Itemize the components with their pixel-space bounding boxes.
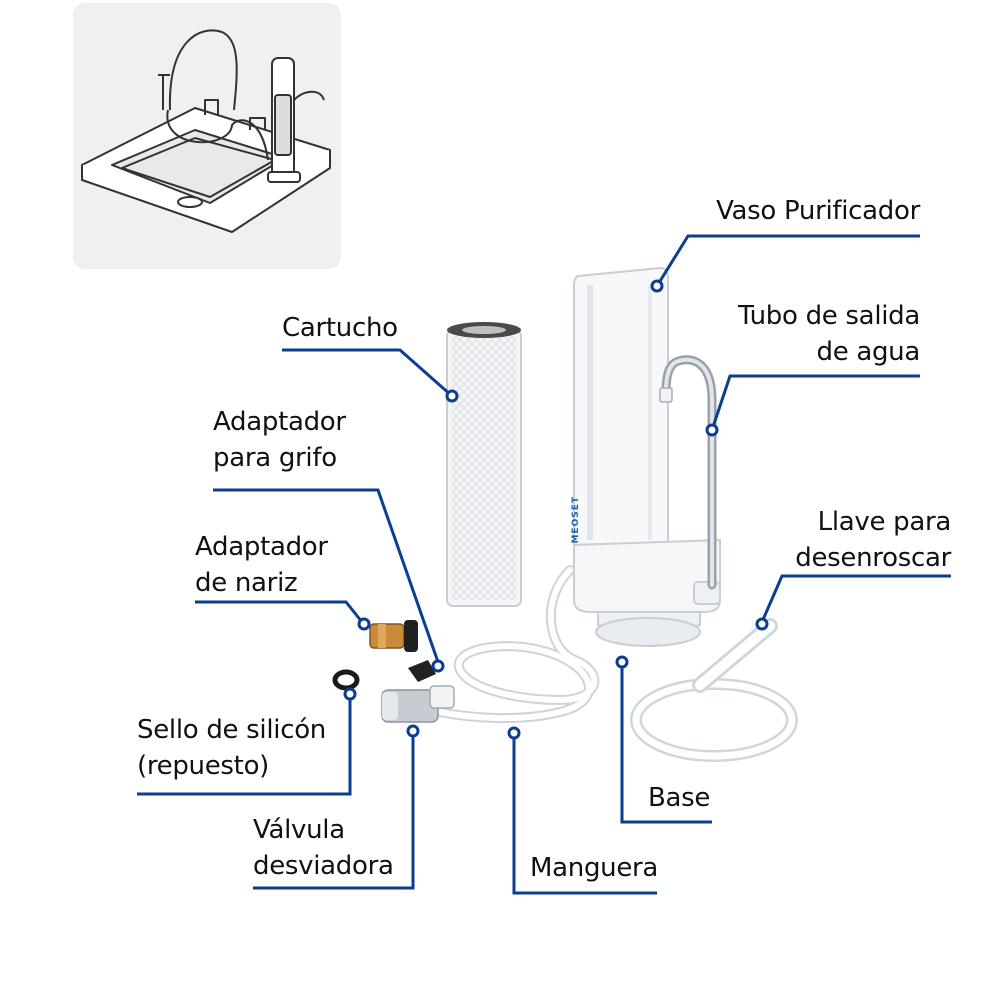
label-llave-line-1: Llave para bbox=[817, 507, 952, 537]
wrench-art bbox=[630, 618, 798, 762]
sink-faucet bbox=[168, 29, 238, 111]
leader-valvula bbox=[253, 733, 415, 890]
label-adaptador-grifo-line-2: para grifo bbox=[213, 443, 337, 473]
leader-adaptador-nariz bbox=[195, 600, 364, 623]
cartridge-art bbox=[446, 322, 522, 607]
label-valvula-desviadora: Válvula desviadora bbox=[253, 812, 394, 884]
leader-vaso bbox=[655, 234, 920, 287]
dot-vaso bbox=[650, 279, 664, 293]
leader-base bbox=[620, 662, 712, 824]
label-base: Base bbox=[648, 780, 710, 816]
label-manguera-line: Manguera bbox=[530, 853, 659, 883]
dot-manguera bbox=[507, 726, 521, 740]
leader-llave bbox=[760, 574, 951, 623]
purifier-housing-art bbox=[573, 266, 721, 647]
leader-dots bbox=[343, 279, 769, 740]
dot-base bbox=[615, 655, 629, 669]
leader-sello bbox=[137, 696, 352, 796]
silicone-seal-art bbox=[332, 669, 360, 691]
dot-adaptador-grifo bbox=[431, 659, 445, 673]
label-adaptador-nariz-line-1: Adaptador bbox=[195, 532, 328, 562]
sink-drain bbox=[177, 196, 203, 208]
label-manguera: Manguera bbox=[530, 850, 658, 886]
outlet-tube-art bbox=[659, 355, 717, 590]
dot-llave bbox=[755, 617, 769, 631]
dot-sello bbox=[343, 687, 357, 701]
leader-adaptador-grifo bbox=[213, 488, 440, 663]
diverter-valve-art bbox=[381, 660, 455, 723]
label-adaptador-grifo: Adaptador para grifo bbox=[213, 404, 346, 476]
dot-cartucho bbox=[445, 389, 459, 403]
label-sello-line-1: Sello de silicón bbox=[137, 715, 326, 745]
label-sello-line-2: (repuesto) bbox=[137, 751, 270, 781]
dot-adaptador-nariz bbox=[357, 617, 371, 631]
leader-tubo bbox=[710, 374, 920, 431]
leader-manguera bbox=[512, 735, 657, 895]
leader-lines bbox=[137, 234, 951, 895]
label-adaptador-grifo-line-1: Adaptador bbox=[213, 407, 346, 437]
brand-logo-text: MEOSET bbox=[571, 496, 581, 544]
label-valvula-line-1: Válvula bbox=[253, 815, 345, 845]
dot-tubo bbox=[705, 423, 719, 437]
nose-adapter-art bbox=[369, 620, 418, 652]
label-base-line: Base bbox=[648, 783, 711, 813]
sink-drawing bbox=[81, 29, 331, 233]
label-sello-silicon: Sello de silicón (repuesto) bbox=[137, 712, 326, 784]
label-vaso-purificador: Vaso Purificador bbox=[640, 193, 920, 229]
label-vaso-line: Vaso Purificador bbox=[716, 196, 920, 226]
label-cartucho-line: Cartucho bbox=[282, 313, 398, 343]
leader-cartucho bbox=[282, 348, 453, 398]
label-valvula-line-2: desviadora bbox=[253, 851, 394, 881]
label-tubo-line-1: Tubo de salida bbox=[737, 301, 920, 331]
label-adaptador-nariz-line-2: de nariz bbox=[195, 568, 298, 598]
label-adaptador-nariz: Adaptador de nariz bbox=[195, 529, 328, 601]
label-llave-line-2: desenroscar bbox=[795, 543, 951, 573]
label-cartucho: Cartucho bbox=[282, 310, 398, 346]
sink-hose bbox=[166, 109, 269, 161]
dot-valvula bbox=[406, 724, 420, 738]
label-tubo-salida: Tubo de salida de agua bbox=[640, 298, 920, 370]
hose-art bbox=[435, 565, 600, 724]
label-tubo-line-2: de agua bbox=[816, 337, 920, 367]
label-llave-desenroscar: Llave para desenroscar bbox=[700, 504, 951, 576]
